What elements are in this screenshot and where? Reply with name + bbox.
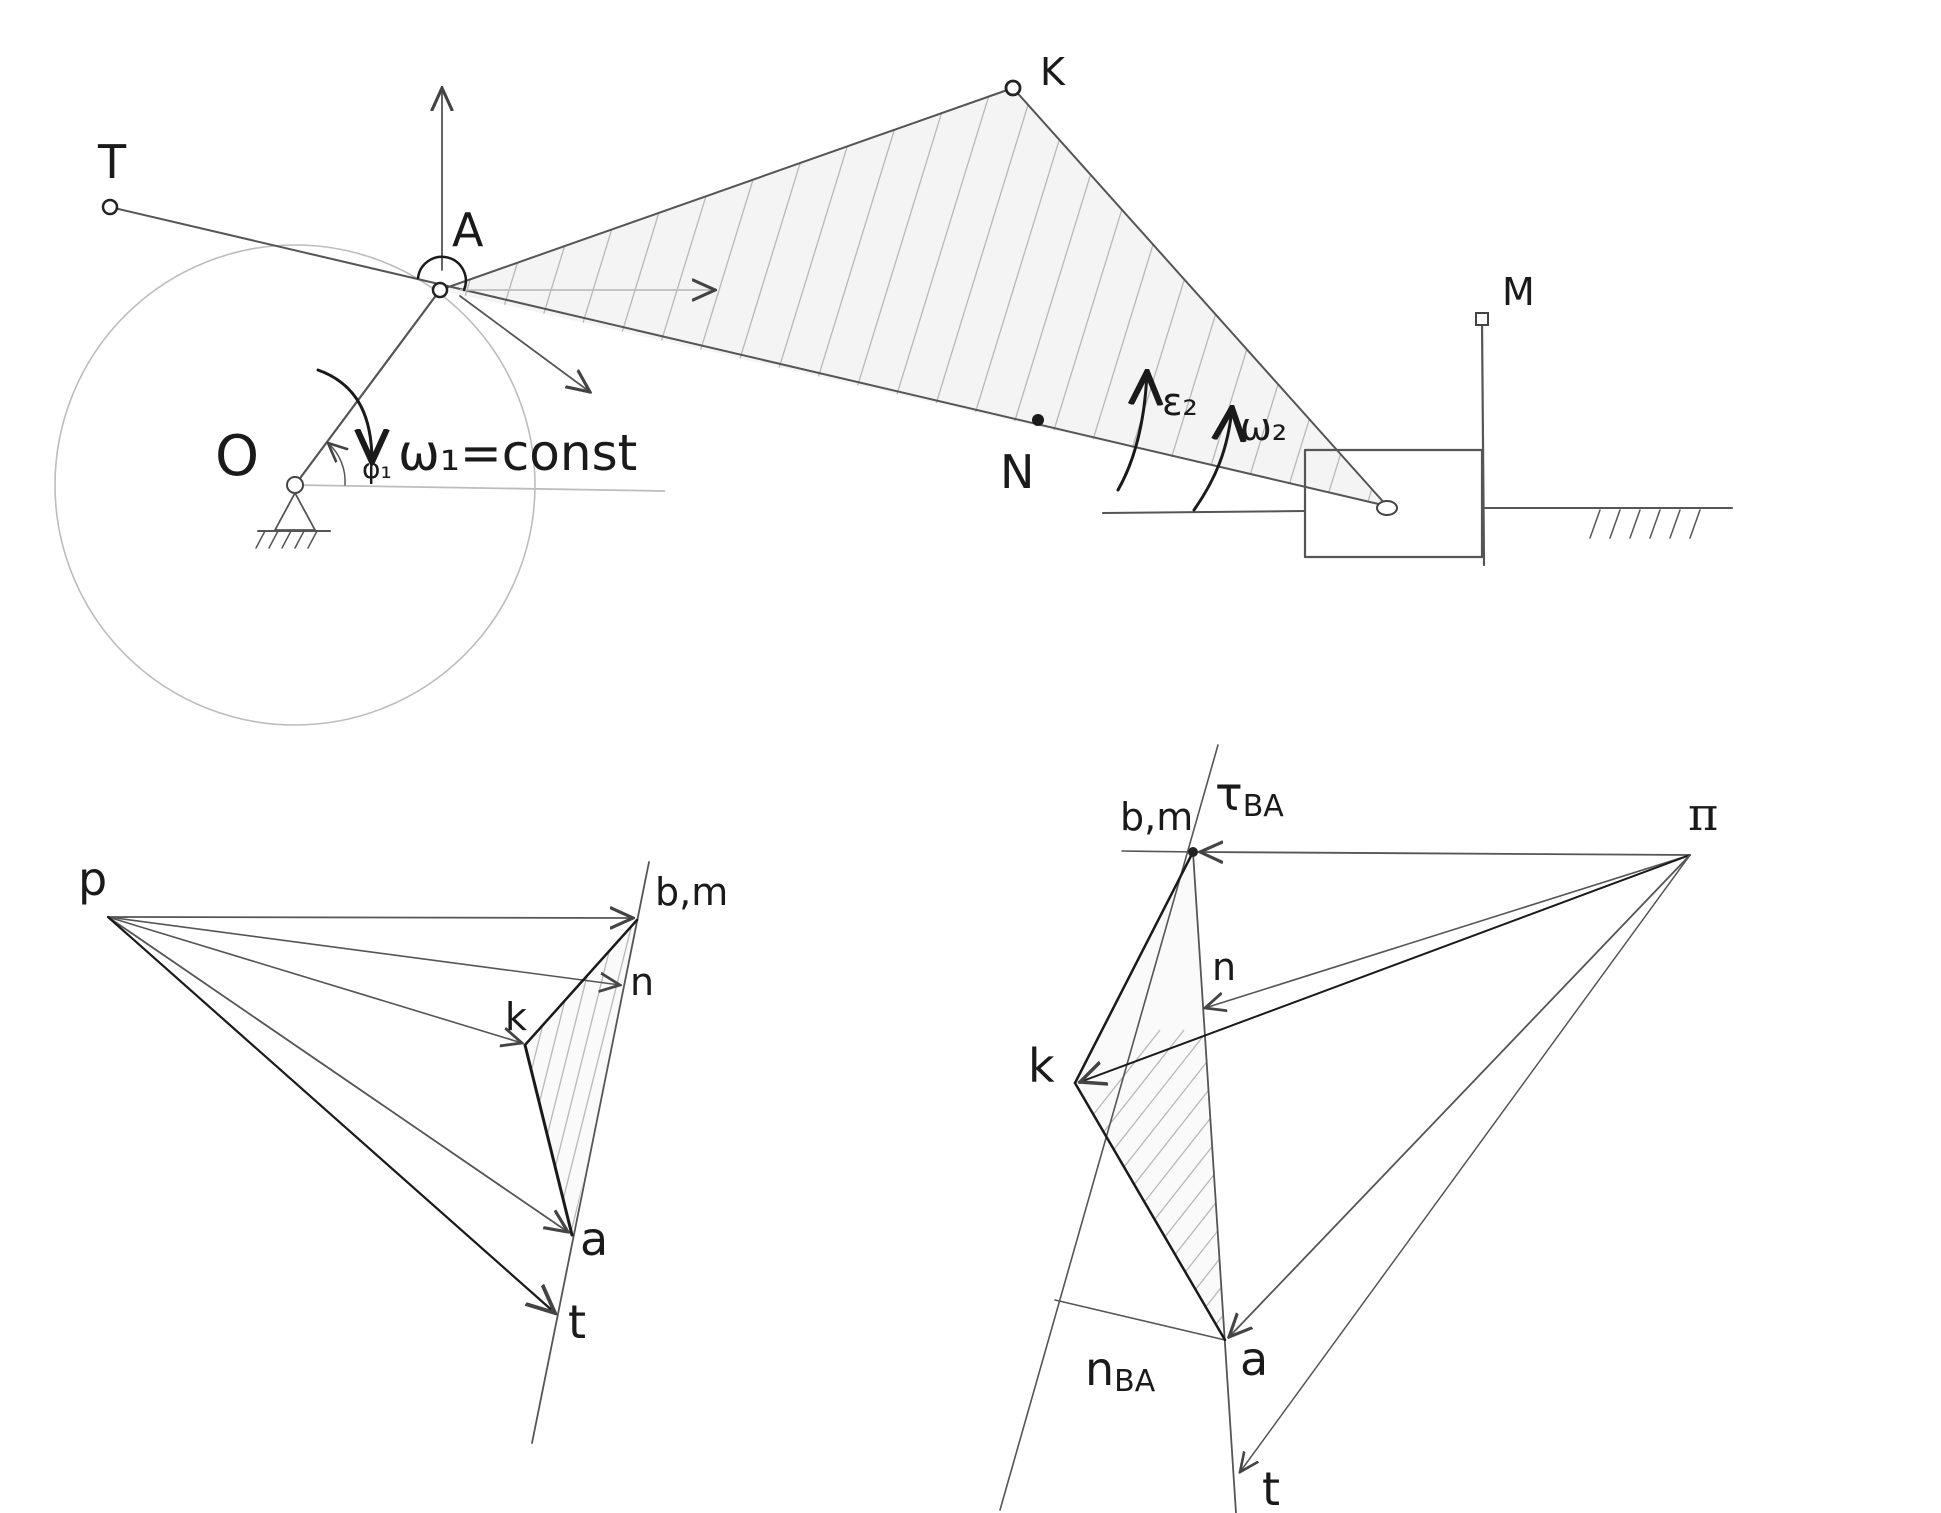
- label-acc-tau: τBA: [1215, 767, 1284, 824]
- hatch-line: [1075, 1029, 1185, 1340]
- joint-A-bracket: [416, 255, 468, 292]
- label-acc-k: k: [1028, 1039, 1055, 1093]
- label-omega2: ω₂: [1240, 405, 1287, 449]
- hatch-line: [692, 900, 782, 1260]
- crank-trajectory-circle: [54, 244, 536, 726]
- acc-edge-bm-k: [1073, 850, 1195, 1085]
- label-acc-nba: nBA: [1085, 1342, 1156, 1399]
- label-omega1: ω₁=const: [398, 424, 637, 482]
- vel-edge-k-bm: [523, 918, 639, 1047]
- velocity-direction-line: [531, 861, 650, 1444]
- horizontal-through-bm: [1121, 850, 1199, 853]
- label-vel-k: k: [505, 995, 527, 1039]
- hatch-line: [660, 900, 750, 1260]
- label-K: K: [1040, 50, 1066, 94]
- hatch-line: [1163, 1029, 1225, 1340]
- hatch-line: [1307, 88, 1387, 506]
- link-A-K: [439, 87, 1014, 291]
- vel-ray-p-bm: [107, 917, 633, 918]
- label-vel-t: t: [568, 1295, 586, 1349]
- hatch-line: [1349, 88, 1387, 506]
- point-T: [101, 198, 119, 216]
- hatch-line: [676, 900, 766, 1260]
- label-vel-n: n: [630, 960, 654, 1004]
- rod-to-M: [1480, 318, 1486, 567]
- label-vel-a: a: [580, 1212, 608, 1266]
- velocity-plan: p b,m n k a t: [78, 852, 782, 1444]
- acceleration-plan: π b,m τBA n k a t nBA: [999, 744, 1718, 1513]
- n-ba-direction-line: [1054, 1299, 1226, 1341]
- link-T-B: [109, 206, 1388, 507]
- acc-ray-pi-a: [1229, 854, 1691, 1337]
- label-O: O: [215, 424, 259, 489]
- label-phi1: φ₁: [362, 452, 392, 485]
- hatch-line: [1211, 1029, 1225, 1340]
- vel-ray-p-t: [106, 915, 555, 1313]
- label-epsilon2: ε₂: [1162, 380, 1198, 424]
- hatch-line: [1260, 1030, 1520, 1360]
- vector-diagonal-at-A: [459, 295, 590, 392]
- acc-ray-pi-bm: [1200, 852, 1691, 855]
- accel-point-bm: [1188, 847, 1198, 857]
- label-acc-a: a: [1240, 1332, 1268, 1386]
- omega2-arrow: [1192, 408, 1232, 512]
- hatch-line: [1187, 1029, 1225, 1340]
- omega1-arrow: [316, 368, 372, 462]
- acc-ray-pi-n: [1205, 854, 1691, 1008]
- acc-ray-pi-k: [1080, 854, 1691, 1082]
- slider-block: [1303, 448, 1484, 559]
- phi1-angle-arc: [328, 443, 345, 486]
- point-N: [1032, 414, 1044, 426]
- label-acc-n: n: [1212, 945, 1236, 989]
- hatch-line: [525, 920, 527, 1235]
- acc-edge-k-a: [1073, 1081, 1227, 1342]
- vel-ray-p-n: [107, 916, 620, 985]
- label-A: A: [452, 203, 484, 257]
- hatch-line: [644, 900, 734, 1260]
- crank-horizontal-reference: [294, 484, 666, 492]
- label-acc-t: t: [1262, 1462, 1280, 1513]
- label-T: T: [97, 135, 127, 189]
- hatch-line: [627, 920, 637, 1235]
- ground-hatch-O: [255, 530, 318, 549]
- label-acc-nba-symbol: n: [1085, 1342, 1114, 1396]
- crank-O-A: [293, 288, 442, 487]
- label-vel-bm: b,m: [655, 870, 728, 914]
- label-acc-pole: π: [1688, 787, 1718, 841]
- point-K: [1004, 79, 1022, 97]
- ground-hatch-guide: [1589, 509, 1701, 539]
- bm-to-t-line: [1192, 851, 1237, 1513]
- point-M: [1475, 312, 1489, 326]
- epsilon2-arrow: [1116, 372, 1147, 492]
- label-N: N: [1000, 445, 1034, 499]
- hatch-line: [1476, 40, 1636, 560]
- accel-triangle-fill: [1075, 852, 1225, 1340]
- acc-ray-pi-t: [1240, 854, 1691, 1472]
- label-M: M: [1502, 270, 1535, 314]
- mechanism-diagram: T A K O N M ω₁=const φ₁ ε₂ ω₂: [54, 40, 1733, 726]
- joint-B: [1376, 500, 1398, 516]
- hatch-line: [1075, 1029, 1225, 1340]
- ground-support-O: [274, 492, 316, 531]
- joint-O: [286, 476, 304, 494]
- link-K-B: [1012, 87, 1388, 507]
- label-acc-tau-sub: BA: [1243, 789, 1285, 824]
- hatch-line: [1075, 1029, 1161, 1340]
- label-acc-bm: b,m: [1120, 795, 1193, 839]
- label-acc-nba-sub: BA: [1114, 1364, 1156, 1399]
- label-vel-pole: p: [78, 852, 107, 906]
- hatch-line: [1284, 1030, 1544, 1360]
- vel-ray-p-a: [107, 916, 568, 1232]
- joint-A: [431, 281, 449, 299]
- label-acc-tau-symbol: τ: [1215, 767, 1243, 821]
- vel-edge-k-a: [523, 1043, 574, 1237]
- velocity-triangle-fill: [525, 920, 637, 1235]
- vel-ray-p-k: [107, 916, 522, 1043]
- slider-guide-left: [1102, 510, 1306, 514]
